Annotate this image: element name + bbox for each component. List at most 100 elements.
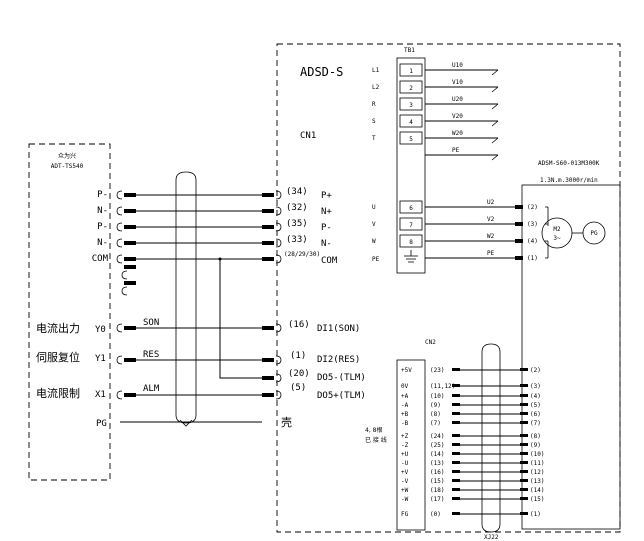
encoder-left-connector <box>452 412 460 415</box>
tb1-cell-number: 7 <box>409 222 413 229</box>
power-line-tick <box>491 154 499 161</box>
tb1-cell <box>399 97 423 111</box>
motor-frame <box>521 184 621 530</box>
power-line-label: W20 <box>452 130 463 137</box>
io-port: Y0 <box>95 325 106 335</box>
tb1-cell-number: 3 <box>409 102 413 109</box>
ctrl-terminal-label: P- <box>97 222 108 232</box>
signal-label-alm: ALM <box>143 384 160 394</box>
encoder-left-pin: (15) <box>430 478 444 485</box>
encoder-right-pin: (2) <box>530 367 541 374</box>
connector-bracket <box>116 222 123 232</box>
power-line-label: U20 <box>452 96 463 103</box>
encoder-right-pin: (10) <box>530 451 544 458</box>
encoder-signal-label: +V <box>401 469 409 476</box>
motor-connector-pin <box>515 205 523 209</box>
encoder-left-connector <box>452 452 460 455</box>
encoder-right-connector <box>520 434 528 437</box>
encoder-right-connector <box>520 384 528 387</box>
connector-pin <box>124 358 136 362</box>
connector-bracket <box>116 355 123 365</box>
connector-pin <box>262 193 274 197</box>
encoder-signal-label: +Z <box>401 433 409 440</box>
tb1-cell-number: 1 <box>409 68 413 75</box>
connector-pin <box>262 225 274 229</box>
tb1-side-label: T <box>372 135 376 142</box>
connector-pin <box>124 225 136 229</box>
encoder-note: 4, 8根 <box>365 426 382 434</box>
encoder-signal-label: -B <box>401 420 409 427</box>
encoder-left-pin: (10) <box>430 393 444 400</box>
io-name: 电流出力 <box>36 321 80 335</box>
tb1-side-label: L2 <box>372 84 380 91</box>
tb1-side-label: PE <box>372 256 380 263</box>
tb1-label: TB1 <box>404 47 415 54</box>
motor-pin-number: (2) <box>527 204 538 211</box>
encoder-signal-label: -U <box>401 460 409 467</box>
cn1-pin-label: N+ <box>321 207 332 217</box>
cn1-pin-label: DO5+(TLM) <box>317 391 366 401</box>
io-port: Y1 <box>95 354 106 364</box>
encoder-right-pin: (8) <box>530 433 541 440</box>
cn1-pin-num: (34) <box>286 187 308 197</box>
motor-pin-number: (3) <box>527 221 538 228</box>
connector-bracket <box>275 190 282 200</box>
connector-bracket <box>116 390 123 400</box>
ctrl-terminal-label: N- <box>97 206 108 216</box>
drive-box <box>276 43 621 533</box>
cn1-pin-label: DO5-(TLM) <box>317 373 366 383</box>
cn2-label: CN2 <box>425 339 436 346</box>
connector-pin <box>262 257 274 261</box>
encoder-signal-label: -A <box>401 402 409 409</box>
tb1-side-label: W <box>372 238 376 245</box>
ground-label: PG <box>96 419 107 429</box>
tb1-cell <box>399 200 423 214</box>
encoder-right-connector <box>520 479 528 482</box>
encoder-left-connector <box>452 368 460 371</box>
tb1-side-label: L1 <box>372 67 380 74</box>
encoder-right-connector <box>520 470 528 473</box>
connector-pin <box>124 257 136 261</box>
ctrl-terminal-label: COM <box>92 254 109 264</box>
connector-bracket <box>275 390 282 400</box>
cn1-pin-label: DI1(SON) <box>317 324 360 334</box>
motor-phase: 3~ <box>553 235 561 242</box>
tb1-cell <box>399 114 423 128</box>
encoder-right-pin: (11) <box>530 460 544 467</box>
tb1-cell <box>399 131 423 145</box>
encoder-left-connector <box>452 443 460 446</box>
cn1-pin-label: P- <box>321 223 332 233</box>
cn1-pin-label: COM <box>321 256 338 266</box>
cn1-connector-group <box>262 190 282 400</box>
encoder-right-pin: (1) <box>530 511 541 518</box>
connector-bracket <box>275 254 282 264</box>
encoder-signal-label: 0V <box>401 383 409 390</box>
encoder-signal-label: +U <box>401 451 409 458</box>
encoder-right-connector <box>520 461 528 464</box>
tb1-side-label: U <box>372 204 376 211</box>
connector-bracket <box>116 190 123 200</box>
connector-pin <box>124 265 136 269</box>
power-line-tick <box>491 103 499 110</box>
cn1-pin-num: (28/29/30) <box>284 251 320 258</box>
encoder-right-connector <box>520 512 528 515</box>
encoder-signal-label: +5V <box>401 367 412 374</box>
tb1-cell <box>399 63 423 77</box>
tb1-cell-number: 6 <box>409 205 413 212</box>
encoder-right-connector <box>520 452 528 455</box>
tb1-cell <box>399 80 423 94</box>
ctrl-terminal-label: N- <box>97 238 108 248</box>
motor-pin-number: (4) <box>527 238 538 245</box>
signal-label-res: RES <box>143 350 159 360</box>
tb1-cell <box>399 217 423 231</box>
encoder-symbol <box>582 221 606 245</box>
connector-pin <box>262 358 274 362</box>
encoder-signal-label: -W <box>401 496 409 503</box>
encoder-note: 已 接 线 <box>365 436 387 444</box>
encoder-left-connector <box>452 470 460 473</box>
connector-pin <box>262 393 274 397</box>
connector-pin <box>124 241 136 245</box>
connector-bracket <box>116 238 123 248</box>
tb1-cell <box>399 234 423 248</box>
